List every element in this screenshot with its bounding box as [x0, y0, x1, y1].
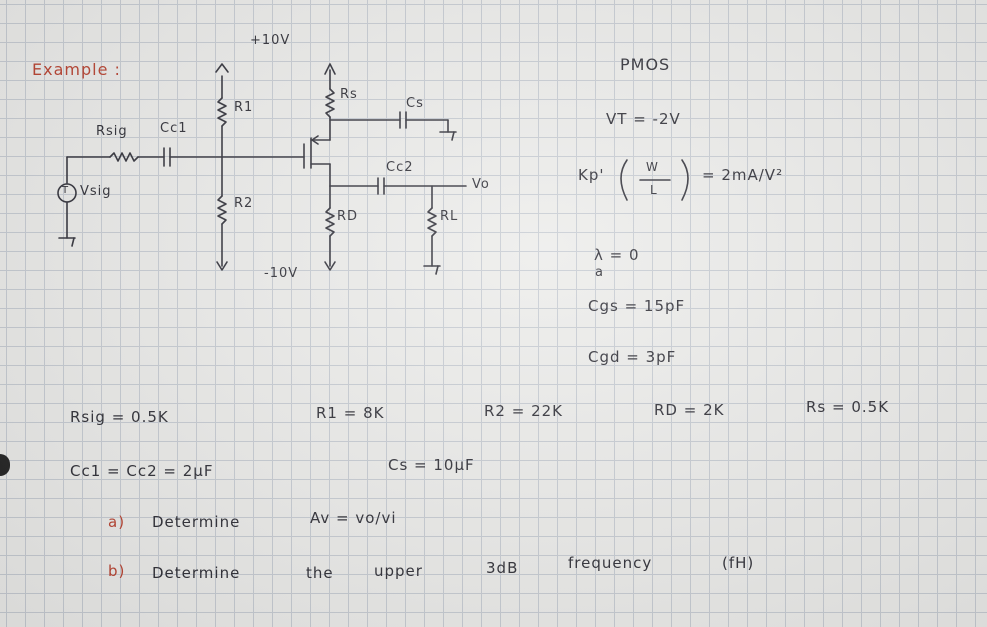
lambda-param: λ = 0 [594, 246, 640, 264]
r2-resistor [217, 195, 227, 225]
device-type: PMOS [620, 55, 671, 74]
rd-resistor [325, 207, 335, 237]
task-a-expression: Av = vo/vi [310, 509, 397, 527]
rl-resistor [427, 207, 437, 237]
kp-prefix: Kp' [578, 166, 605, 184]
rs-resistor [325, 88, 335, 118]
rsig-label: Rsig [96, 124, 128, 139]
cc2-label: Cc2 [386, 160, 414, 175]
r1-resistor [217, 97, 227, 127]
rsig-value: Rsig = 0.5K [70, 408, 169, 426]
rs-value: Rs = 0.5K [806, 398, 890, 416]
vo-label: Vo [472, 177, 490, 192]
task-b-word: frequency [568, 554, 653, 572]
r1-value: R1 = 8K [316, 404, 385, 422]
rsig-resistor [109, 152, 139, 162]
coupling-cap-values: Cc1 = Cc2 = 2μF [70, 462, 214, 480]
kp-value: = 2mA/V² [702, 166, 784, 184]
vdd-label: +10V [250, 33, 291, 48]
cgd-param: Cgd = 3pF [588, 348, 677, 366]
example-title: Example : [32, 60, 121, 79]
rd-label: RD [337, 209, 359, 224]
task-b-text: Determine [152, 564, 241, 582]
rs-label: Rs [340, 87, 358, 102]
source-symbol-letter: T [62, 185, 69, 196]
kp-length: L [650, 183, 658, 197]
edge-mark [0, 454, 10, 476]
r1-label: R1 [234, 100, 254, 115]
cgs-param: Cgs = 15pF [588, 297, 686, 315]
cc1-label: Cc1 [160, 121, 188, 136]
task-b-label: b) [108, 562, 126, 580]
cs-label: Cs [406, 96, 424, 111]
cs-value: Cs = 10μF [388, 456, 475, 474]
kp-width: W [646, 160, 659, 174]
task-b-word: (fH) [722, 554, 755, 572]
vss-label: -10V [264, 266, 299, 281]
task-b-word: upper [374, 562, 423, 580]
task-a-text: Determine [152, 513, 241, 531]
rl-label: RL [440, 209, 459, 224]
task-a-label: a) [108, 513, 126, 531]
vt-param: VT = -2V [606, 110, 681, 128]
r2-label: R2 [234, 196, 254, 211]
vsig-label: Vsig [80, 184, 112, 199]
task-b-word: the [306, 564, 334, 582]
task-b-word: 3dB [486, 559, 519, 577]
rd-value: RD = 2K [654, 401, 725, 419]
r2-value: R2 = 22K [484, 402, 563, 420]
lambda-mark: a [595, 265, 604, 280]
